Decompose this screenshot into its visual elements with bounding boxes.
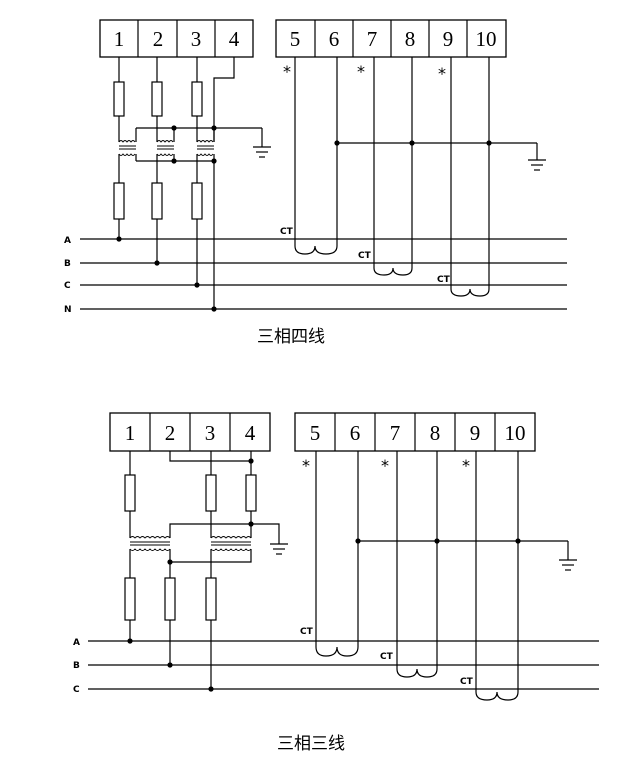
terminal-6: 6 [350,421,361,445]
terminal-2: 2 [165,421,176,445]
fuse [191,182,203,220]
fuse [164,577,176,621]
terminal-3: 3 [205,421,216,445]
voltage-transformers [129,536,252,551]
terminal-8: 8 [405,27,416,51]
phase-label-a: A [73,638,80,648]
phase-label-c: C [64,281,71,291]
current-terminal-block: 5 6 7 8 9 10 [275,19,507,58]
voltage-terminal-block: 1 2 3 4 [99,19,254,58]
terminal-9: 9 [443,27,454,51]
ct-label: CT [280,227,294,237]
ct-label: CT [437,275,451,285]
phase-label-n: N [64,305,72,315]
terminal-4: 4 [229,27,240,51]
current-transformer-coil [450,285,490,297]
polarity-mark: * [357,62,365,81]
terminal-7: 7 [390,421,401,445]
phase-label-a: A [64,236,71,246]
ct-label: CT [300,627,314,637]
fuse [245,474,257,512]
current-transformer-coil [294,240,338,255]
terminal-9: 9 [470,421,481,445]
fuse [151,182,163,220]
ground-symbol [528,159,546,171]
voltage-wiring [113,57,271,312]
voltage-terminal-block: 1 2 3 4 [109,412,271,452]
terminal-10: 10 [476,27,497,51]
fuse [191,81,203,117]
terminal-10: 10 [505,421,526,445]
voltage-transformers [118,140,214,156]
current-terminal-block: 5 6 7 8 9 10 [294,412,536,452]
diagram-three-phase-three-wire: 1 2 3 4 5 6 7 8 9 10 [73,412,599,754]
phase-lines: A B C N [64,236,567,315]
current-transformer-coil [475,689,519,701]
terminal-4: 4 [245,421,256,445]
fuse [113,81,125,117]
polarity-mark: * [462,456,470,475]
polarity-mark: * [283,62,291,81]
fuse [205,577,217,621]
current-transformer-coil [396,665,438,678]
fuse [151,81,163,117]
fuse [124,474,136,512]
phase-label-b: B [64,259,71,269]
polarity-mark: * [302,456,310,475]
terminal-6: 6 [329,27,340,51]
diagram-caption: 三相三线 [277,734,345,754]
current-wiring: CT CT CT * * * [300,451,577,701]
terminal-8: 8 [430,421,441,445]
fuse [124,577,136,621]
current-transformer-coil [315,642,359,657]
ct-label: CT [358,251,372,261]
diagram-three-phase-four-wire: 1 2 3 4 5 6 7 8 9 10 [64,19,567,347]
ct-label: CT [380,652,394,662]
diagram-caption: 三相四线 [257,327,325,347]
fuse [113,182,125,220]
ground-symbol [559,559,577,571]
ct-label: CT [460,677,474,687]
terminal-5: 5 [310,421,321,445]
terminal-1: 1 [125,421,136,445]
phase-lines: A B C [73,638,599,695]
terminal-5: 5 [290,27,301,51]
terminal-3: 3 [191,27,202,51]
polarity-mark: * [381,456,389,475]
ground-symbol [253,146,271,158]
ground-symbol [270,543,288,555]
terminal-7: 7 [367,27,378,51]
current-wiring: CT CT CT * * * [280,57,546,297]
terminal-1: 1 [114,27,125,51]
polarity-mark: * [438,64,446,83]
phase-label-c: C [73,685,80,695]
phase-label-b: B [73,661,80,671]
current-transformer-coil [373,264,413,276]
terminal-2: 2 [153,27,164,51]
fuse [205,474,217,512]
voltage-wiring [124,451,288,692]
